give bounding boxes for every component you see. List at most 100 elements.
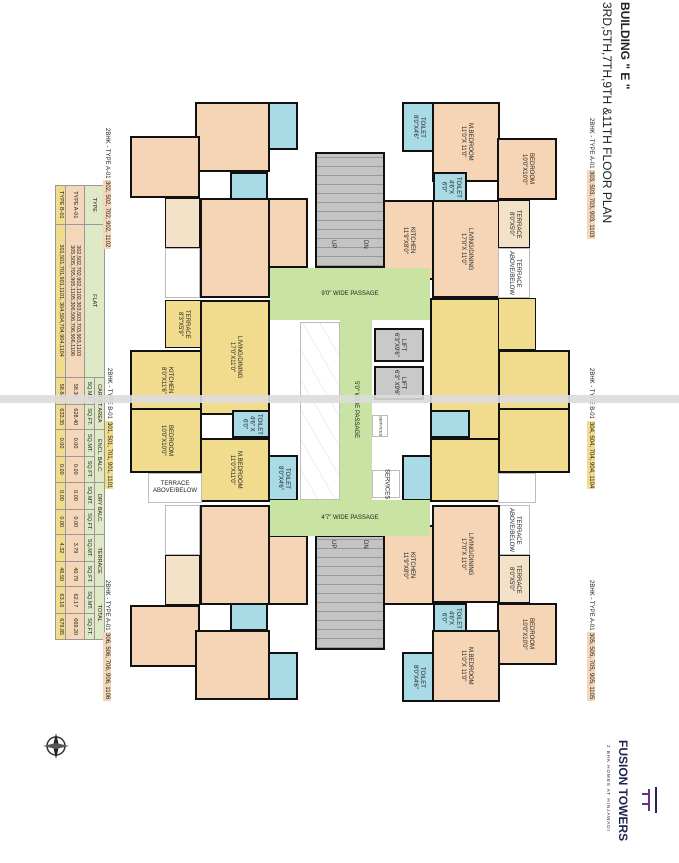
room-bedroom	[130, 136, 200, 198]
room-terrace	[498, 298, 536, 350]
header-type: TYPE	[84, 185, 105, 225]
passage-middle: 5'0" WIDE PASSAGE	[340, 320, 372, 500]
room-toilet	[430, 410, 470, 438]
cell: 633.35	[55, 404, 66, 430]
room-kitchen	[268, 535, 308, 605]
cell: TYPE B-01	[55, 185, 66, 225]
cell: 302,502,702,902,1102,303,503,703,903,110…	[65, 224, 85, 378]
unit: SQ.FT.	[84, 509, 95, 535]
room-toilet: TOILET 4'6"X 6'0"	[433, 603, 467, 633]
brand-tagline: 2 BHK HOMES AT HINJAWADI	[606, 745, 611, 832]
room-terrace-above-below: TERRACE ABOVE/BELOW	[148, 473, 202, 503]
room-living-dining	[200, 505, 270, 605]
brand-name: FUSION TOWERS	[616, 740, 630, 842]
unit-label-top-right: 2BHK - TYPE A-01 303, 503, 703, 903, 110…	[587, 118, 595, 239]
unit: SQ.MT.	[84, 586, 95, 614]
stair-up-label: UP	[330, 540, 336, 549]
stair-dn-label: DN	[362, 240, 368, 249]
unit: SQ.FT.	[84, 404, 95, 430]
room-terrace: TERRACE 8'3"X5'9"	[165, 300, 201, 348]
unit-label-mid-left: 2BHK - TYPE B-01 301, 501, 701, 901, 110…	[105, 368, 113, 489]
room-m-bedroom	[195, 102, 270, 172]
cell: 4.32	[55, 534, 66, 562]
cell: 301,501,701,901,1101, 304,504,704,904,11…	[55, 224, 66, 378]
services-room: SERVICES	[372, 469, 400, 499]
unit: SQ.FT.	[84, 561, 95, 587]
room-terrace	[165, 555, 200, 605]
cell: 0.00	[55, 456, 66, 483]
room-toilet	[402, 455, 432, 501]
passage-top: 9'0" WIDE PASSAGE	[270, 268, 430, 320]
cell: 0.00	[65, 456, 85, 483]
room-living-dining	[200, 198, 270, 298]
room-m-bedroom: M.BEDROOM 11'0"X 11'0"	[432, 102, 500, 182]
room-terrace: TERRACE 8'0"X5'0"	[498, 200, 530, 248]
room-toilet	[230, 172, 268, 200]
room-m-bedroom	[430, 438, 500, 502]
unit-label-top-left: 2BHK - TYPE A-01 302, 502, 702, 902, 110…	[103, 128, 111, 249]
room-toilet	[230, 603, 268, 631]
room-living-dining: LIVING/DINING 17'0"X 11'0"	[432, 200, 500, 298]
room-bedroom: BEDROOM 10'0"X10'0"	[130, 408, 202, 473]
open-void	[300, 322, 340, 500]
staircase-bottom	[315, 535, 385, 650]
unit-label-bottom-left: 2BHK - TYPE A-01 306, 506, 706, 906, 110…	[103, 580, 111, 701]
cell: 3.79	[65, 534, 85, 562]
passage-bottom: 4'7" WIDE PASSAGE	[270, 500, 430, 536]
room-terrace-above-below	[165, 505, 200, 555]
room-terrace	[165, 198, 200, 248]
cell: 62.17	[65, 586, 85, 614]
cell: 0.00	[55, 509, 66, 535]
cell: 0.00	[65, 429, 85, 457]
cell: 0.00	[55, 429, 66, 457]
room-toilet	[268, 102, 298, 150]
room-bedroom: BEDROOM 10'0"X10'0"	[497, 603, 557, 665]
unit: SQ.MT.	[84, 429, 95, 457]
room-terrace: TERRACE 8'0"X5'0"	[498, 555, 530, 603]
unit-label-bottom-right: 2BHK - TYPE A-01 305, 505, 705, 905, 110…	[587, 580, 595, 701]
room-toilet: TOILET 4'6" X 6'0"	[232, 410, 270, 438]
cell: 628.40	[65, 404, 85, 430]
unit: SQ.MT.	[84, 534, 95, 562]
room-m-bedroom: M.BEDROOM 11'0"X 11'0"	[432, 630, 500, 702]
room-kitchen	[268, 198, 308, 268]
unit: SQ.FT.	[84, 456, 95, 483]
cell: 669.20	[65, 613, 85, 640]
cell: 46.50	[55, 561, 66, 587]
room-bedroom	[498, 408, 570, 473]
header-encl-balc: ENCL. BALC.	[94, 429, 105, 483]
cell: 40.79	[65, 561, 85, 587]
unit: SQ.MT.	[84, 482, 95, 510]
room-terrace-above-below	[165, 248, 200, 298]
scan-band	[0, 395, 679, 403]
room-terrace-above-below	[498, 473, 536, 503]
header-flat: FLAT	[84, 224, 105, 378]
services-shaft: SERVICES	[372, 415, 388, 437]
room-terrace-above-below: TERRACE ABOVE/BELOW	[498, 505, 530, 555]
stair-dn-label: DN	[362, 540, 368, 549]
room-toilet	[268, 652, 298, 700]
cell: TYPE A-01	[65, 185, 85, 225]
staircase-top	[315, 152, 385, 268]
room-toilet: TOILET 8'0"X4'6"	[402, 652, 434, 702]
room-bedroom	[130, 605, 200, 667]
cell: 0.00	[65, 482, 85, 510]
room-toilet: TOILET 4'6"X 6'0"	[433, 172, 467, 202]
header-carpet: CARPET AREA	[94, 377, 105, 430]
cell: 63.16	[55, 586, 66, 614]
room-m-bedroom	[195, 630, 270, 700]
room-terrace-above-below: TERRACE ABOVE/BELOW	[498, 248, 530, 298]
room-living-dining: LIVING/DINING 17'0"X 11'0"	[432, 505, 500, 603]
stair-up-label: UP	[330, 240, 336, 249]
brand-logo-icon	[640, 785, 660, 815]
cell: 0.00	[55, 482, 66, 510]
cell: 0.00	[65, 509, 85, 535]
room-kitchen: KITCHEN 11'9"X8'0"	[382, 525, 434, 605]
room-toilet: TOILET 8'0"X4'6"	[402, 102, 434, 152]
floor-title: 3RD,5TH,7TH,9TH &11TH FLOOR PLAN	[600, 2, 614, 224]
unit-label-mid-right: 2BHK - TYPE B-01 304, 504, 704, 904, 110…	[587, 368, 595, 489]
compass-icon	[42, 732, 70, 760]
